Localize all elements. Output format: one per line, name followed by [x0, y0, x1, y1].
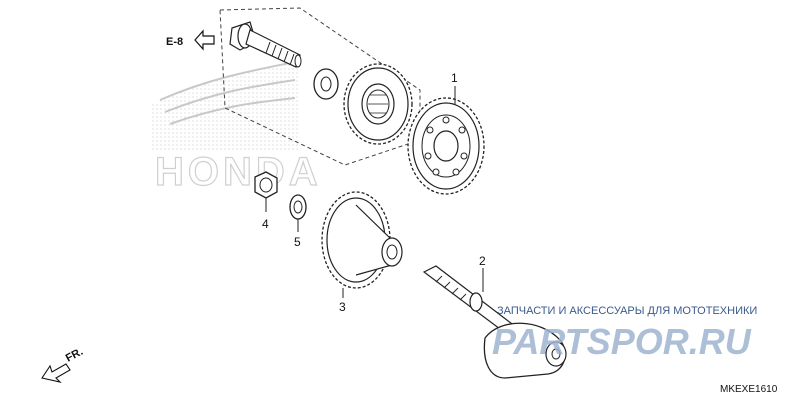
part-number-5: 5	[294, 235, 301, 249]
front-arrow-label: FR.	[64, 346, 85, 365]
part-number-1: 1	[451, 71, 458, 85]
watermark-brand: PARTSPOR.RU	[492, 321, 752, 362]
diagram-code: MKEXE1610	[720, 384, 778, 395]
part-4-nut	[254, 171, 278, 199]
honda-logo-text: HONDA	[155, 150, 322, 194]
watermark-caption: ЗАПЧАСТИ И АКСЕССУАРЫ ДЛЯ МОТОТЕХНИКИ	[497, 305, 757, 317]
part-number-3: 3	[339, 300, 346, 314]
flange-bolt	[229, 21, 302, 68]
part-3-gear	[321, 191, 403, 289]
reference-arrow-icon	[194, 29, 215, 51]
balancer-drive-gear-upper	[343, 63, 413, 145]
part-1-gear	[407, 97, 485, 195]
part-2-balancer-shaft	[422, 265, 567, 379]
part-number-4: 4	[262, 217, 269, 231]
part-5-washer	[289, 194, 307, 220]
reference-label: E-8	[166, 36, 183, 48]
part-number-2: 2	[479, 254, 486, 268]
front-arrow-icon	[41, 363, 71, 383]
thrust-washer-upper	[313, 68, 339, 100]
